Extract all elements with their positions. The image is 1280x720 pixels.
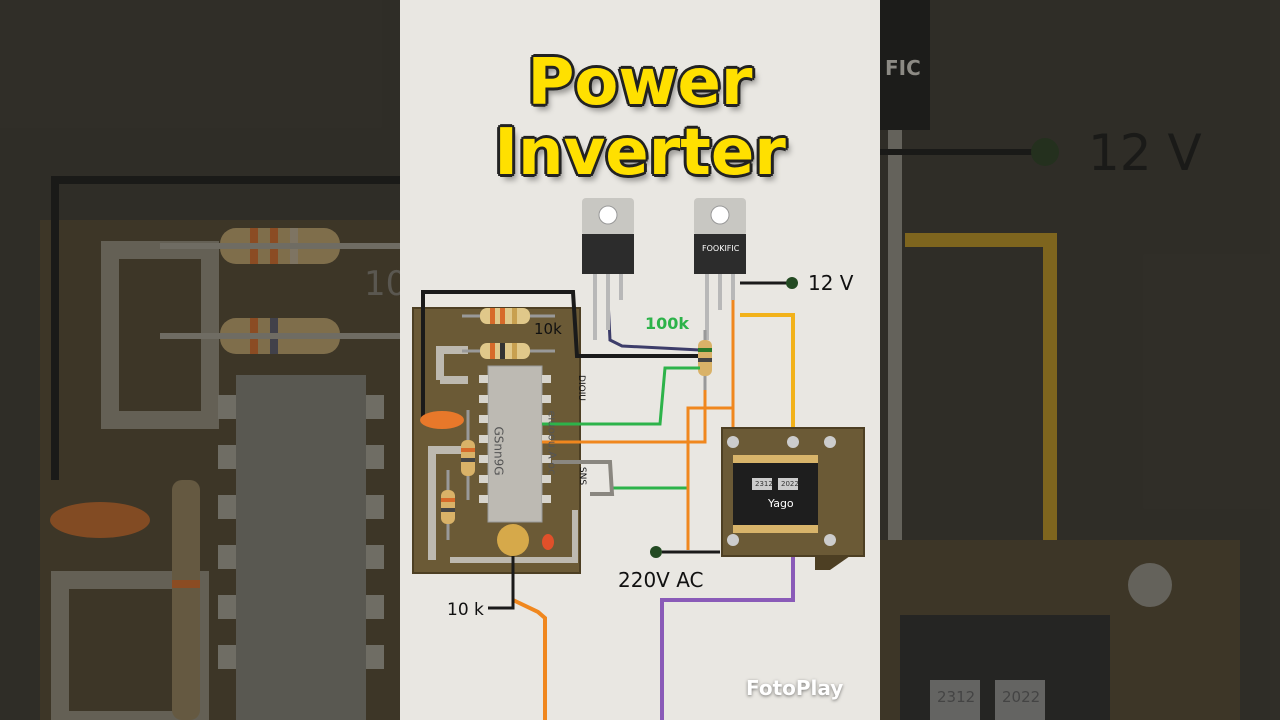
voltage-12v-label: 12 V — [808, 271, 854, 295]
watermark-logo: FotoPlay — [746, 676, 844, 700]
ic-text-1: GSnn9G — [491, 426, 506, 476]
transformer-code-b: 2022 — [781, 480, 799, 488]
title-line-2: Inverter — [494, 116, 786, 190]
pcb-mark-2: SNS — [577, 466, 588, 486]
resistor-100k-label: 100k — [645, 314, 690, 333]
ac-output-label: 220V AC — [618, 568, 704, 592]
bg-transformer-code-a: 2312 — [937, 688, 976, 706]
ic-text-2: eıuoou.A oc — [545, 410, 559, 476]
pcb-mark-1: DIOIU — [575, 375, 586, 401]
resistor-10k-bottom-label: 10 k — [447, 600, 484, 620]
bg-fragment-fic: FIC — [885, 56, 921, 80]
bg-voltage-label: 12 V — [1088, 124, 1202, 182]
transistor-label: FOOKIFIC — [702, 244, 740, 253]
resistor-10k-top-label: 10k — [534, 320, 562, 338]
bg-transformer-code-b: 2022 — [1002, 688, 1041, 706]
transformer-code-a: 2312 — [755, 480, 773, 488]
transformer-label: Yago — [768, 497, 794, 510]
title-line-1: Power — [527, 46, 753, 120]
